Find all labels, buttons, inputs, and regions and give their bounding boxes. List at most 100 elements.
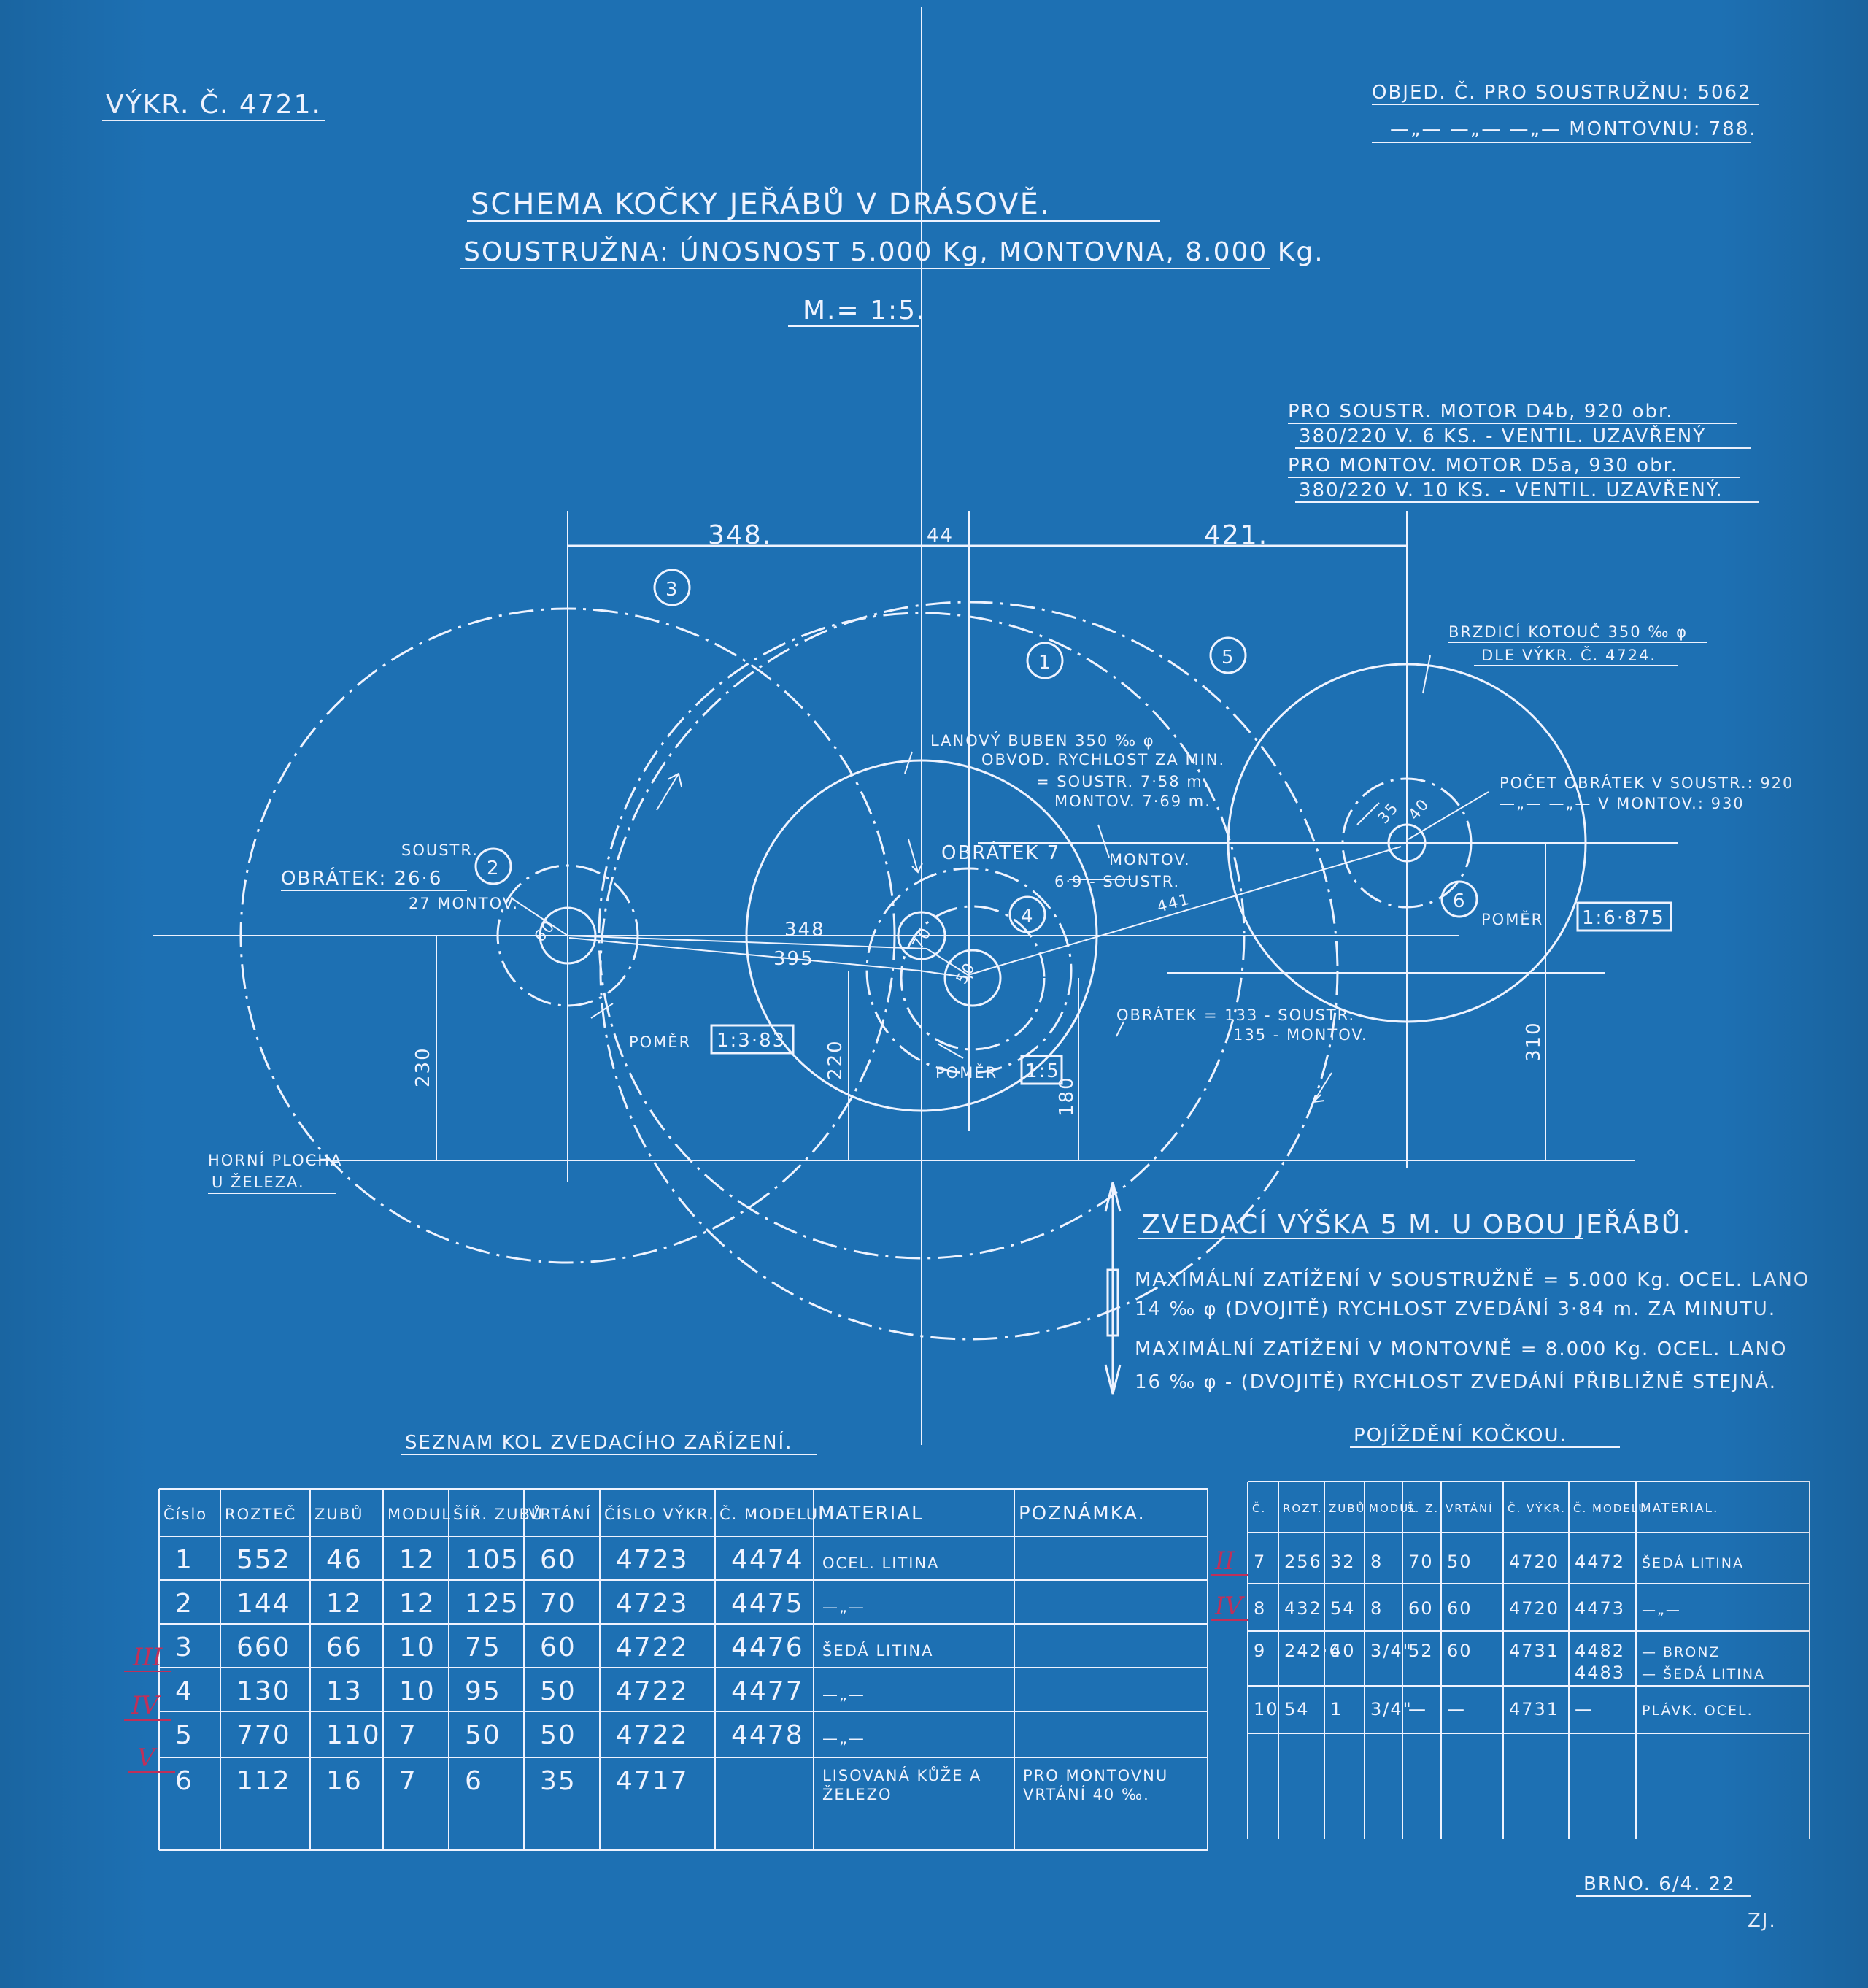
wheels-table-cell: —„— — [822, 1686, 865, 1703]
svg-text:2: 2 — [487, 858, 501, 879]
leader-lines — [510, 655, 1489, 1037]
wheels-table-cell: 4717 — [616, 1766, 689, 1796]
lift-height-arrow — [1104, 1182, 1122, 1395]
wheels-table-cell: 110 — [326, 1720, 381, 1750]
wheels-table-header: Číslo — [163, 1505, 207, 1523]
trolley-table-header: VRTÁNÍ — [1446, 1501, 1494, 1515]
wheels-table-header: ZUBŮ — [314, 1504, 364, 1523]
dim-180: 180 — [1056, 1076, 1078, 1117]
gear-2-pitch-circle — [496, 864, 639, 1007]
trolley-table-cell: ŠEDÁ LITINA — [1642, 1554, 1744, 1571]
wheels-table-cell: 16 — [326, 1766, 363, 1796]
trolley-table-cell: 7 — [1254, 1552, 1266, 1572]
trolley-table-cell: 4731 — [1509, 1699, 1559, 1719]
wheels-table-cell: 50 — [540, 1676, 576, 1706]
wheels-table-cell: VRTÁNÍ 40 ‰. — [1023, 1785, 1150, 1803]
order-number-montovna: —„— —„— —„— MONTOVNU: 788. — [1390, 118, 1757, 140]
drum-shaft — [897, 911, 946, 960]
motor-pinion-pitch-circle — [1341, 777, 1473, 909]
trolley-table-cell: — — [1408, 1699, 1427, 1719]
wheels-table-title: SEZNAM KOL ZVEDACÍHO ZAŘÍZENÍ. — [405, 1430, 793, 1454]
gear-4-bore — [943, 949, 1002, 1007]
wheels-table-cell: 35 — [540, 1766, 576, 1796]
wheels-table-header: POZNÁMKA. — [1019, 1501, 1146, 1525]
ratio-mid: POMĚR 1:5 — [935, 1055, 1063, 1085]
trolley-table-cell: 60 — [1447, 1641, 1473, 1661]
wheels-table-cell: 130 — [236, 1676, 291, 1706]
wheels-table-cell: 105 — [465, 1545, 520, 1575]
wheels-table-cell: 144 — [236, 1589, 291, 1619]
wheels-table-cell: 3 — [175, 1633, 193, 1663]
rpm-mid-label: OBRÁTEK 7 — [941, 841, 1060, 864]
svg-text:POMĚR: POMĚR — [629, 1033, 691, 1051]
wheels-table-cell: 7 — [399, 1766, 417, 1796]
wheels-table-cell: 4 — [175, 1676, 193, 1706]
trolley-table-cell: 4731 — [1509, 1641, 1559, 1661]
trolley-table-cell: 4473 — [1575, 1598, 1625, 1619]
trolley-table-title: POJÍŽDĚNÍ KOČKOU. — [1354, 1423, 1567, 1446]
wheels-table-cell: 66 — [326, 1633, 363, 1663]
circle-number-4: 4 — [1008, 895, 1046, 933]
gear-1-pitch-circle — [598, 612, 1246, 1260]
trolley-table-cell: 4720 — [1509, 1598, 1559, 1619]
trolley-table-header: Č. — [1252, 1501, 1266, 1515]
wheels-table-cell: 7 — [399, 1720, 417, 1750]
svg-text:IV: IV — [131, 1691, 161, 1720]
wheels-table-cell: 552 — [236, 1545, 291, 1575]
trolley-table-cell: 8 — [1254, 1598, 1266, 1619]
svg-text:4: 4 — [1021, 906, 1035, 928]
trolley-table-header: MODUL — [1369, 1502, 1417, 1515]
page-title: SCHEMA KOČKY JEŘÁBŮ V DRÁSOVĚ. — [471, 186, 1051, 221]
trolley-table-header: MATERIAL. — [1640, 1501, 1718, 1516]
wheels-table-cell: 13 — [326, 1676, 363, 1706]
dim-220: 220 — [825, 1039, 846, 1080]
trolley-table-cell: — — [1575, 1699, 1594, 1719]
trolley-table-cell: 3/4" — [1370, 1641, 1413, 1661]
wheels-table-cell: 1 — [175, 1545, 193, 1575]
trolley-table-cell: 60 — [1408, 1598, 1434, 1619]
dim-395: 395 — [773, 948, 814, 970]
trolley-table-cell: 54 — [1330, 1598, 1356, 1619]
circle-number-6: 6 — [1440, 880, 1478, 918]
dim-230: 230 — [412, 1047, 434, 1087]
svg-text:V: V — [137, 1744, 158, 1773]
dim-348-inner: 348 — [784, 919, 825, 941]
wheels-table-cell: —„— — [822, 1598, 865, 1616]
trolley-table-cell: —„— — [1642, 1602, 1681, 1618]
teeth-60: 60 — [530, 917, 558, 945]
trolley-table-cell: 1 — [1330, 1699, 1343, 1719]
trolley-table-cell: — ŠEDÁ LITINA — [1642, 1665, 1765, 1682]
drum-speed-soustr: = SOUSTR. 7·58 m. — [1036, 773, 1209, 790]
initials: ZJ. — [1748, 1910, 1777, 1932]
wheels-table-cell: 4478 — [731, 1720, 804, 1750]
wheels-table-header: ROZTEČ — [225, 1505, 296, 1523]
wheels-table-header: VRTÁNÍ — [528, 1505, 592, 1523]
rpm-left-montov: 27 MONTOV. — [409, 895, 519, 912]
trolley-table-cell: 10 — [1254, 1699, 1279, 1719]
rotation-arrows — [590, 772, 1380, 1103]
trolley-table-cell: 54 — [1284, 1699, 1310, 1719]
trolley-table-cell: 70 — [1408, 1552, 1434, 1572]
scale-label: M.= 1:5. — [803, 296, 927, 325]
wheels-table-cell: ŠEDÁ LITINA — [822, 1641, 933, 1660]
order-number-soustruzna: OBJED. Č. PRO SOUSTRUŽNU: 5062 — [1372, 80, 1752, 104]
trolley-table-cell: 9 — [1254, 1641, 1266, 1661]
wheels-table-cell: 12 — [399, 1589, 436, 1619]
drum-label: LANOVÝ BUBEN 350 ‰ φ — [930, 731, 1155, 750]
trolley-table-header: Č. MODELU — [1573, 1501, 1648, 1515]
wheels-table-header: ČÍSLO VÝKR. — [604, 1505, 715, 1523]
wheels-table-cell: ŽELEZO — [822, 1785, 892, 1803]
wheels-table-cell: OCEL. LITINA — [822, 1554, 940, 1572]
wheels-table-cell: —„— — [822, 1730, 865, 1747]
trolley-table-cell: 4483 — [1575, 1663, 1625, 1683]
trolley-table-cell: 50 — [1447, 1552, 1473, 1572]
trolley-table-cell: 32 — [1330, 1552, 1356, 1572]
rpm-right-soustr: OBRÁTEK = 133 - SOUSTR. — [1116, 1006, 1355, 1024]
dim-421-top: 421. — [1204, 520, 1268, 550]
trolley-table-cell: 4472 — [1575, 1552, 1625, 1572]
trolley-table-cell: 40 — [1330, 1641, 1356, 1661]
wheels-table-cell: 60 — [540, 1545, 576, 1575]
trolley-table-cell: PLÁVK. OCEL. — [1642, 1702, 1753, 1719]
trolley-table-cell: 432 — [1284, 1598, 1322, 1619]
